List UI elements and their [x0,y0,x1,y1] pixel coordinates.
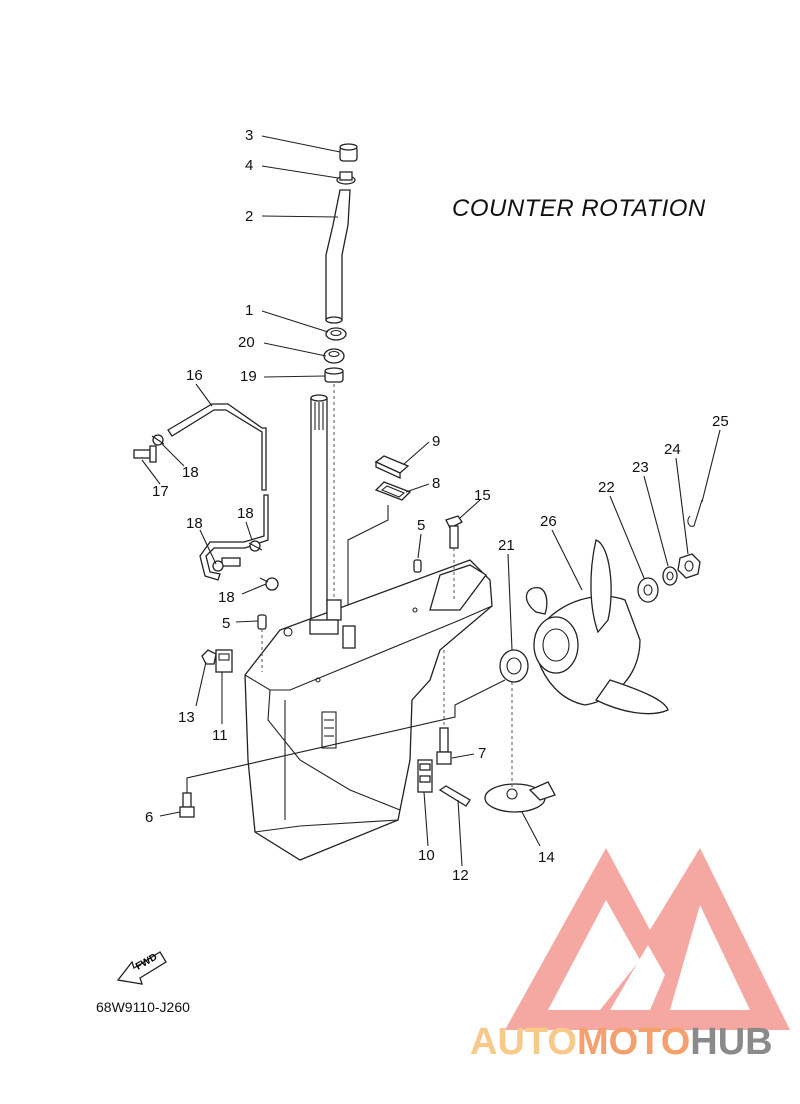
callout-3: 3 [245,127,253,144]
callout-21: 21 [498,537,515,554]
callouts: 3 4 2 1 20 19 16 18 17 9 8 15 5 18 18 18… [145,127,729,884]
callout-12: 12 [452,867,469,884]
callout-18-b: 18 [237,505,254,522]
callout-18-a: 18 [182,464,199,481]
callout-19: 19 [240,368,257,385]
key-part-9 [374,455,410,480]
clip-part-18d [259,577,279,591]
seal-part-1 [325,327,347,341]
seal-part-8 [374,481,412,501]
callout-18-c: 18 [186,515,203,532]
leader-lines [141,135,721,867]
watermark-hub: HUB [690,1021,772,1063]
callout-25: 25 [712,413,729,430]
washer-part-23 [662,566,678,586]
callout-20: 20 [238,334,255,351]
svg-text:AUTOMOTOHUB: AUTOMOTOHUB [470,1021,773,1063]
grommet-part-20 [323,348,345,364]
nut-part-24 [677,553,701,579]
callout-10: 10 [418,847,435,864]
forward-arrow-icon: FWD [116,951,167,985]
bolt-part-13 [201,649,217,665]
pin-part-5a [413,559,422,573]
drive-shaft [310,384,335,621]
lower-casing [244,559,493,861]
callout-8: 8 [432,475,440,492]
callout-1: 1 [245,302,253,319]
cotter-pin-part-25 [687,499,703,527]
washer-part-21 [499,649,529,683]
propeller-part-26 [525,539,669,715]
callout-23: 23 [632,459,649,476]
callout-7: 7 [478,745,486,762]
fitting-part-17 [133,445,157,463]
callout-5-a: 5 [417,517,425,534]
fitting-part-18c [212,557,241,572]
callout-9: 9 [432,433,440,450]
cap-part-3 [339,143,358,162]
grommet-part-4 [336,171,356,185]
callout-15: 15 [474,487,491,504]
clip-part-18a [151,434,165,446]
watermark-moto: MOTO [577,1021,690,1063]
callout-17: 17 [152,483,169,500]
diagram-title: COUNTER ROTATION [452,195,706,222]
screw-part-12 [438,785,471,807]
callout-13: 13 [178,709,195,726]
callout-2: 2 [245,208,253,225]
callout-22: 22 [598,479,615,496]
bushing-part-19 [324,367,344,383]
callout-5-b: 5 [222,615,230,632]
water-tube-part-2 [325,189,351,324]
bolt-part-15 [445,515,463,600]
stud-part-7 [436,650,452,765]
cover-part-14 [484,670,556,813]
drawing-code: 68W9110-J260 [96,999,190,1015]
watermark-auto: AUTO [470,1021,577,1063]
callout-16: 16 [186,367,203,384]
spacer-part-22 [637,577,659,603]
callout-4: 4 [245,157,253,174]
callout-24: 24 [664,441,681,458]
hose-part-16 [167,403,269,581]
watermark-logo [505,848,790,1030]
pin-part-5b [257,614,267,630]
callout-14: 14 [538,849,555,866]
callout-26: 26 [540,513,557,530]
clip-part-18b [248,540,263,552]
callout-18-d: 18 [218,589,235,606]
trim-tab-part-10 [417,759,433,793]
callout-11: 11 [212,727,228,744]
anode-part-11 [215,649,233,673]
callout-6: 6 [145,809,153,826]
